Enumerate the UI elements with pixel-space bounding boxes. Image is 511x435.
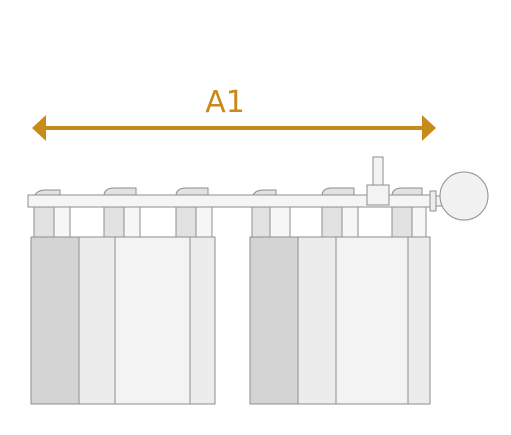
tab-loops-front: [53, 206, 427, 238]
dimension-label: A1: [205, 85, 245, 120]
curtain-panel-left: [30, 236, 216, 405]
finial-ball-icon: [429, 171, 489, 221]
curtain-panel-right: [249, 236, 431, 405]
rod-bracket-icon: [366, 156, 390, 206]
arrow-head-right-icon: [422, 115, 436, 141]
width-dimension: A1: [32, 85, 436, 141]
arrow-head-left-icon: [32, 115, 46, 141]
